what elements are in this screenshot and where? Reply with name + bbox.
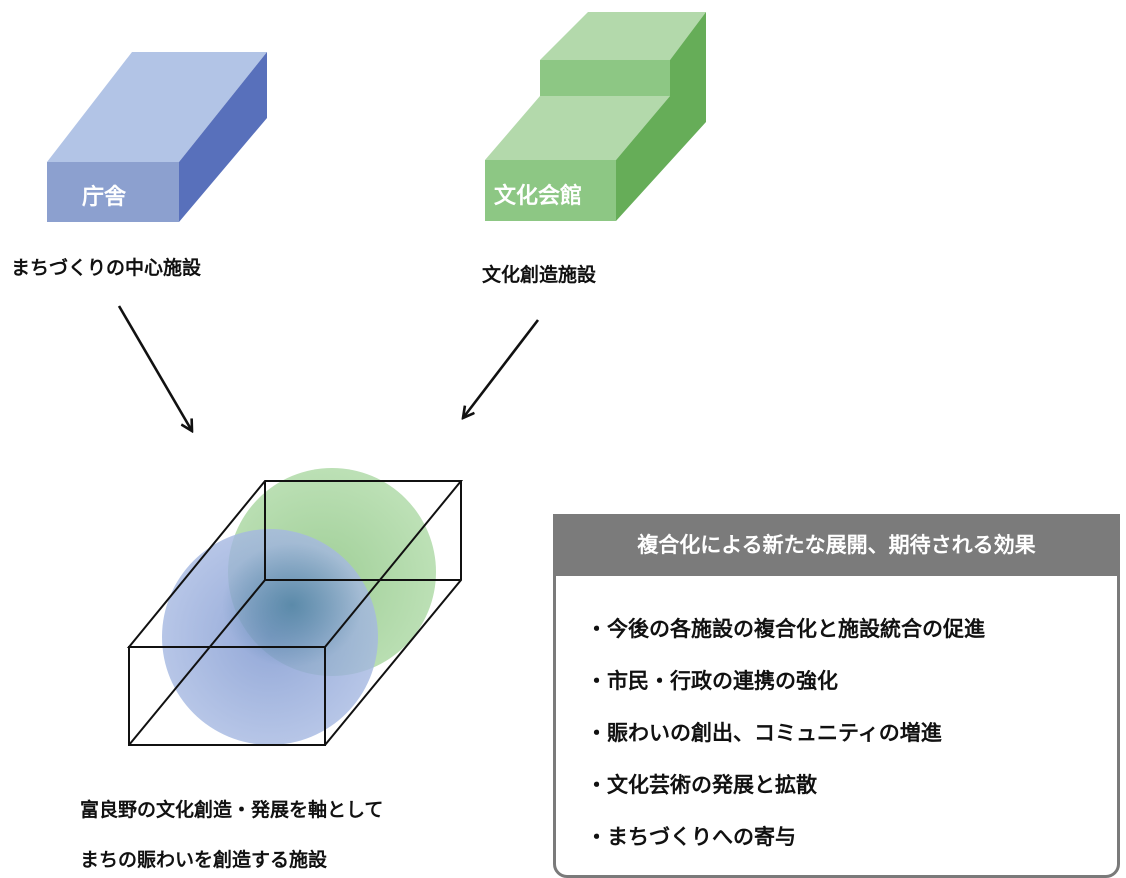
effects-item: ・市民・行政の連携の強化: [586, 669, 838, 693]
chosha-box-front: [47, 162, 179, 222]
effects-item: ・まちづくりへの寄与: [586, 825, 796, 849]
bunka-kaikan-upper-front: [540, 60, 670, 96]
effects-item: ・賑わいの創出、コミュニティの増進: [586, 721, 942, 745]
combined-facility-graphic: [126, 468, 464, 746]
effects-title: 複合化による新たな展開、期待される効果: [553, 514, 1120, 576]
bunka-kaikan-lower-top: [485, 96, 670, 160]
chosha-caption: まちづくりの中心施設: [11, 257, 202, 279]
arrow-from-chosha: [117, 305, 192, 431]
combined-caption-line-2: まちの賑わいを創造する施設: [80, 849, 328, 871]
wireframe-box: [126, 480, 464, 746]
chosha-box-side: [179, 52, 267, 222]
bunka-kaikan-box: [485, 12, 706, 221]
bunka-kaikan-front: [485, 160, 616, 221]
bunka-kaikan-caption: 文化創造施設: [482, 264, 597, 286]
effects-list: ・今後の各施設の複合化と施設統合の促進 ・市民・行政の連携の強化 ・賑わいの創出…: [586, 603, 985, 863]
chosha-box-top: [47, 52, 267, 162]
bunka-kaikan-side: [616, 12, 706, 221]
effects-item: ・文化芸術の発展と拡散: [586, 773, 817, 797]
effects-item: ・今後の各施設の複合化と施設統合の促進: [586, 617, 985, 641]
combined-caption-line-1: 富良野の文化創造・発展を軸として: [80, 799, 384, 821]
overlap-shade: [222, 543, 362, 667]
chosha-label: 庁舎: [82, 185, 127, 210]
effects-panel: 複合化による新たな展開、期待される効果 ・今後の各施設の複合化と施設統合の促進 …: [553, 514, 1120, 878]
chosha-box: [47, 52, 267, 222]
bunka-kaikan-upper-top: [540, 12, 706, 60]
bunka-kaikan-label: 文化会館: [494, 184, 583, 209]
arrow-from-bunka-kaikan: [463, 319, 540, 418]
